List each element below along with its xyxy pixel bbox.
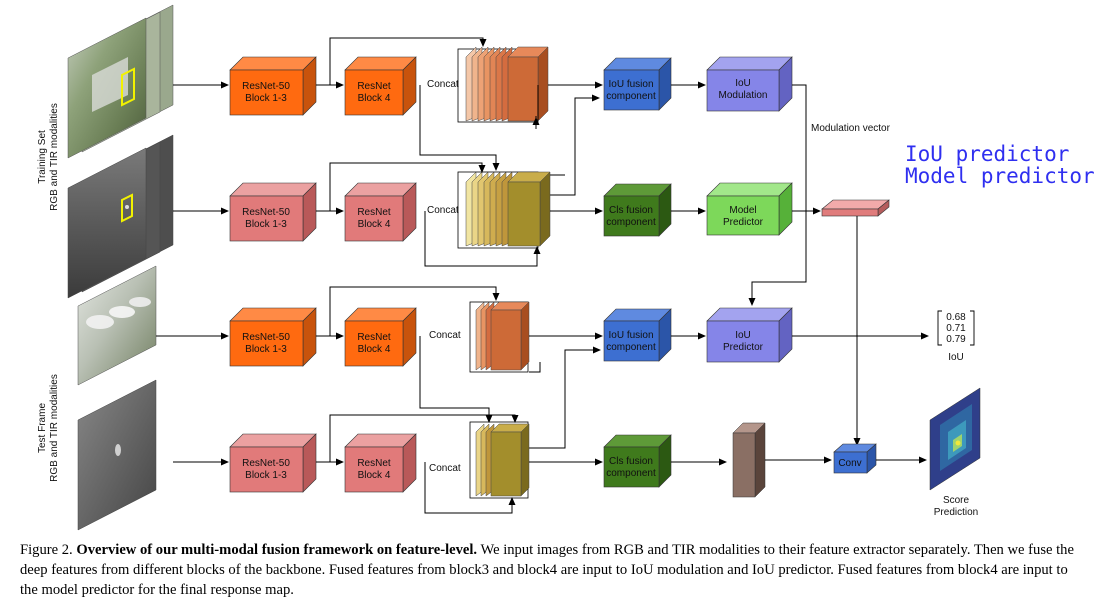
legend: IoU predictor Model predictor — [905, 142, 1095, 188]
cls-fusion-test: Cls fusion component — [603, 434, 672, 488]
score-prediction-sublabel: Prediction — [934, 507, 978, 518]
resnet4-label: ResNet — [357, 207, 391, 218]
iou-fusion-top: IoU fusion component — [603, 57, 672, 111]
resnet4-label: ResNet — [357, 332, 391, 343]
resnet4-sublabel: Block 4 — [358, 344, 391, 355]
iou-value-1: 0.68 — [946, 312, 966, 323]
model-predictor-sublabel: Predictor — [723, 217, 764, 228]
iou-output-label: IoU — [948, 352, 964, 363]
iou-fusion-test: IoU fusion component — [603, 308, 672, 362]
iou-predictor-label: IoU — [735, 330, 751, 341]
conv-label: Conv — [838, 458, 861, 469]
resnet4-label: ResNet — [357, 458, 391, 469]
score-prediction-label: Score — [943, 495, 970, 506]
resnet4-sublabel: Block 4 — [358, 219, 391, 230]
training-set-label: Training Set RGB and TIR modalities — [37, 103, 60, 211]
caption-bold: Overview of our multi-modal fusion frame… — [76, 542, 478, 558]
feature-map — [732, 422, 766, 498]
cls-fusion-sublabel: component — [606, 217, 656, 228]
resnet50-block-tir-test: ResNet-50 Block 1-3 — [229, 433, 317, 493]
concat-label: Concat — [427, 205, 459, 216]
concat-stack-top — [457, 46, 549, 123]
cls-fusion-sublabel: component — [606, 468, 656, 479]
test-frame-title: Test Frame — [37, 403, 48, 453]
concat-label: Concat — [429, 330, 461, 341]
row2-connections — [329, 85, 541, 267]
resnet50-label: ResNet-50 — [242, 458, 290, 469]
resnet50-block-rgb-test: ResNet-50 Block 1-3 — [229, 307, 317, 367]
resnet50-label: ResNet-50 — [242, 81, 290, 92]
score-map — [929, 387, 981, 491]
concat-stack-mid — [457, 171, 551, 249]
row-test-rgb: ResNet-50 Block 1-3 ResNet Block 4 Conca… — [229, 301, 929, 373]
iou-value-3: 0.79 — [946, 334, 966, 345]
resnet4-label: ResNet — [357, 81, 391, 92]
resnet50-sublabel: Block 1-3 — [245, 344, 287, 355]
figure-caption: Figure 2. Overview of our multi-modal fu… — [20, 540, 1080, 600]
iou-fusion-sublabel: component — [606, 91, 656, 102]
iou-predictor: IoU Predictor — [706, 307, 793, 363]
resnet50-label: ResNet-50 — [242, 332, 290, 343]
training-tir-images — [67, 134, 174, 299]
iou-fusion-sublabel: component — [606, 342, 656, 353]
resnet4-sublabel: Block 4 — [358, 470, 391, 481]
modulation-vector-path — [748, 84, 807, 306]
iou-output: 0.68 0.71 0.79 IoU — [937, 310, 975, 363]
legend-model-predictor: Model predictor — [905, 164, 1095, 188]
test-frame-label: Test Frame RGB and TIR modalities — [37, 374, 60, 482]
iou-fusion-label: IoU fusion — [608, 330, 653, 341]
resnet-block4-tir-train: ResNet Block 4 — [344, 182, 417, 242]
training-set-subtitle: RGB and TIR modalities — [49, 103, 60, 211]
concat-stack-test-rgb — [469, 301, 530, 373]
test-rgb-image — [77, 265, 157, 386]
resnet-block4-rgb-test: ResNet Block 4 — [344, 307, 417, 367]
resnet-block4-tir-test: ResNet Block 4 — [344, 433, 417, 493]
input-arrows — [156, 81, 229, 466]
model-predictor: Model Predictor — [706, 182, 793, 236]
test-frame-subtitle: RGB and TIR modalities — [49, 374, 60, 482]
resnet50-block-tir-train: ResNet-50 Block 1-3 — [229, 182, 317, 242]
test-tir-image — [77, 379, 157, 531]
cls-fusion-top: Cls fusion component — [603, 183, 672, 237]
caption-prefix: Figure 2. — [20, 542, 77, 558]
iou-predictor-sublabel: Predictor — [723, 342, 764, 353]
training-tir-image — [67, 147, 147, 299]
training-set-title: Training Set — [37, 130, 48, 184]
row1-connections — [329, 37, 600, 196]
model-predictor-label: Model — [729, 205, 756, 216]
row4-connections — [329, 362, 541, 514]
concat-stack-test-tir — [469, 421, 530, 499]
resnet50-sublabel: Block 1-3 — [245, 93, 287, 104]
iou-modulation-sublabel: Modulation — [719, 90, 768, 101]
target-bounding-box — [121, 67, 135, 107]
training-rgb-images — [67, 4, 174, 159]
iou-modulation-label: IoU — [735, 78, 751, 89]
resnet50-sublabel: Block 1-3 — [245, 219, 287, 230]
iou-value-2: 0.71 — [946, 323, 966, 334]
row-training-tir: ResNet-50 Block 1-3 ResNet Block 4 Conca… — [229, 171, 793, 249]
conv-block: Conv — [833, 443, 877, 474]
concat-label: Concat — [429, 463, 461, 474]
iou-fusion-label: IoU fusion — [608, 79, 653, 90]
resnet4-sublabel: Block 4 — [358, 93, 391, 104]
iou-modulation: IoU Modulation — [706, 56, 793, 112]
fusion-diagram: Training Set RGB and TIR modalities Test… — [37, 4, 1095, 531]
resnet50-label: ResNet-50 — [242, 207, 290, 218]
row-training-rgb: ResNet-50 Block 1-3 ResNet Block 4 Conca… — [229, 46, 793, 123]
tir-bounding-box — [121, 193, 133, 223]
modulation-vector-label: Modulation vector — [811, 123, 891, 134]
resnet50-block-rgb-train: ResNet-50 Block 1-3 — [229, 56, 317, 116]
legend-iou-predictor: IoU predictor — [905, 142, 1069, 166]
row-test-tir: ResNet-50 Block 1-3 ResNet Block 4 Conca… — [229, 421, 927, 499]
cls-fusion-label: Cls fusion — [609, 205, 653, 216]
filter-vector — [821, 199, 890, 217]
caption-text: We input images from RGB and TIR modalit… — [20, 542, 1074, 598]
cls-fusion-label: Cls fusion — [609, 456, 653, 467]
concat-label: Concat — [427, 79, 459, 90]
resnet50-sublabel: Block 1-3 — [245, 470, 287, 481]
resnet-block4-rgb-train: ResNet Block 4 — [344, 56, 417, 116]
